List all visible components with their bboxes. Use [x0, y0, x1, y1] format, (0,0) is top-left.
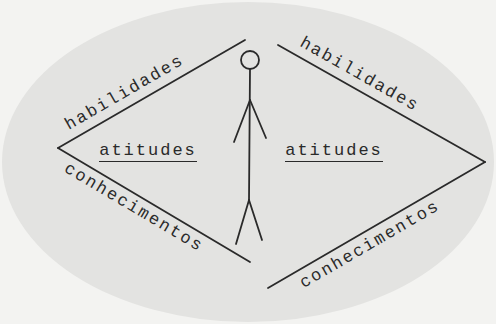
line-label: conhecimentos: [297, 197, 444, 293]
underlined-label: atitudes: [285, 142, 383, 163]
left-upper-line: [58, 40, 245, 148]
right-lower-line: [268, 162, 485, 288]
line-label: conhecimentos: [60, 159, 206, 256]
left-lower-line: [58, 148, 250, 262]
stick-figure: [234, 51, 266, 244]
line-label: habilidades: [296, 34, 422, 116]
right-upper-line: [278, 45, 485, 162]
underlined-label: atitudes: [99, 142, 197, 163]
background-oval: [2, 2, 494, 322]
line-label: habilidades: [62, 51, 188, 134]
